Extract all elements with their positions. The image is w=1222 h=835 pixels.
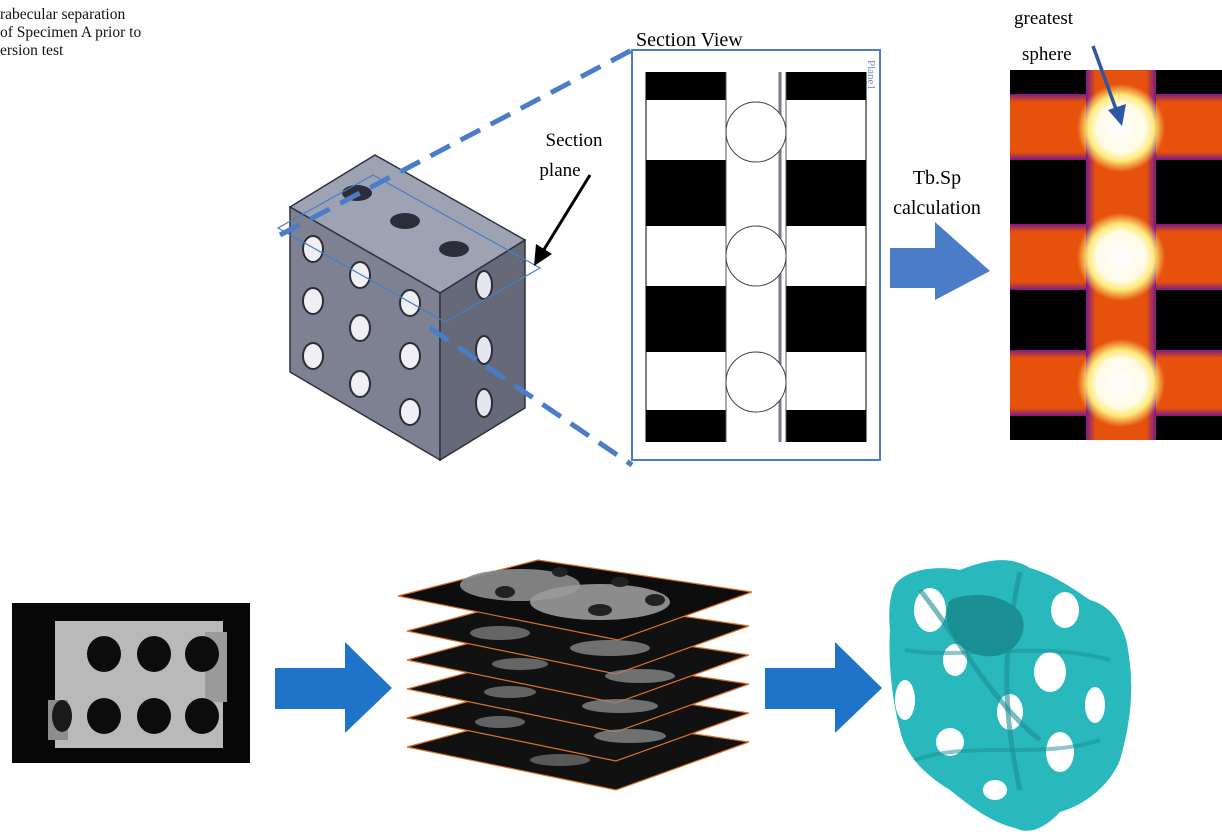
figure-caption: rabecular separation of Specimen A prior… xyxy=(0,6,141,60)
ct-slice-image xyxy=(12,603,250,763)
calc-label-1: Tb.Sp xyxy=(913,167,961,189)
cube-hole xyxy=(302,342,324,370)
cube-hole xyxy=(390,213,420,229)
heatmap-image xyxy=(1010,70,1222,440)
cube-hole xyxy=(475,335,493,365)
greatest-sphere-arrowhead xyxy=(1108,104,1126,126)
cube-hole xyxy=(475,270,493,300)
section-view-pattern xyxy=(645,72,867,442)
slice-stack xyxy=(397,559,753,791)
section-circle xyxy=(725,225,787,287)
trabecular-3d-model xyxy=(889,560,1132,831)
section-plane-label-1: Section xyxy=(546,130,603,151)
cube-hole xyxy=(399,398,421,426)
pipeline-arrow-1 xyxy=(275,642,392,733)
caption-line: of Specimen A prior to xyxy=(0,24,142,41)
cube-hole xyxy=(302,287,324,315)
cube-hole xyxy=(399,342,421,370)
caption-line: rabecular separation xyxy=(0,6,126,23)
section-plane-arrow xyxy=(538,174,592,257)
cube-hole xyxy=(349,314,371,342)
section-plane-arrowhead xyxy=(534,244,552,266)
cube-hole xyxy=(475,388,493,418)
calc-label-2: calculation xyxy=(893,197,981,219)
cube-hole xyxy=(349,370,371,398)
section-circle xyxy=(725,351,787,413)
caption-line: ersion test xyxy=(0,42,64,59)
section-view-title: Section View xyxy=(636,29,743,51)
zoom-line-bottom xyxy=(428,325,634,468)
cube-hole xyxy=(399,289,421,317)
greatest-label-2: sphere xyxy=(1022,44,1072,65)
greatest-sphere-arrow xyxy=(1091,45,1119,113)
perforated-cube xyxy=(276,154,542,462)
cube-hole xyxy=(439,241,469,257)
section-circle xyxy=(725,101,787,163)
cube-hole xyxy=(302,235,324,263)
plane-tag: Plane1 xyxy=(865,60,877,90)
pipeline-arrow-2 xyxy=(765,642,882,733)
greatest-label-1: greatest xyxy=(1014,8,1074,29)
section-plane-label-2: plane xyxy=(539,160,580,181)
cube-hole xyxy=(349,261,371,289)
section-plane-outline xyxy=(276,174,542,323)
